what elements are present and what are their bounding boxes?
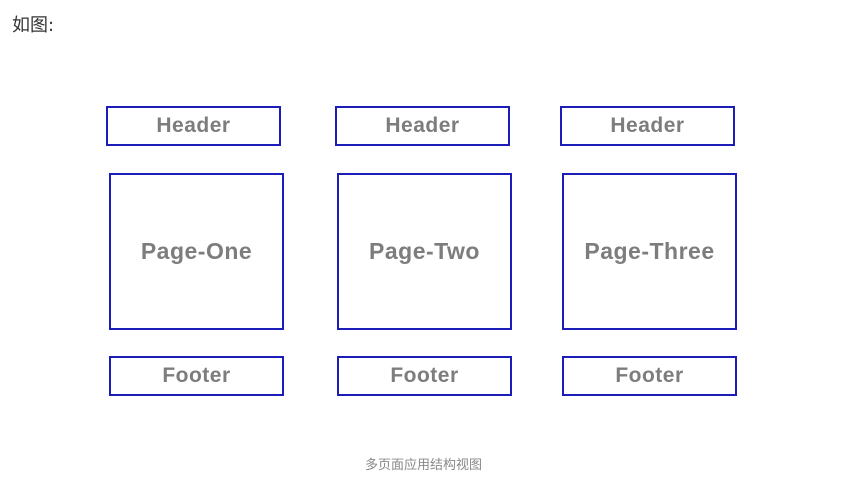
multi-page-structure-diagram: Header Page-One Footer Header Page-Two F…: [95, 88, 795, 440]
column-page-one: Header Page-One Footer: [106, 88, 286, 440]
figure-caption: 多页面应用结构视图: [364, 458, 482, 473]
page-box: Page-Three: [562, 173, 737, 330]
header-box: Header: [560, 106, 735, 146]
intro-text: 如图:: [12, 15, 55, 36]
footer-box: Footer: [109, 356, 284, 396]
page-box: Page-One: [109, 173, 284, 330]
column-page-three: Header Page-Three Footer: [560, 88, 740, 440]
page-box: Page-Two: [337, 173, 512, 330]
column-page-two: Header Page-Two Footer: [335, 88, 515, 440]
header-box: Header: [335, 106, 510, 146]
footer-box: Footer: [562, 356, 737, 396]
footer-box: Footer: [337, 356, 512, 396]
header-box: Header: [106, 106, 281, 146]
